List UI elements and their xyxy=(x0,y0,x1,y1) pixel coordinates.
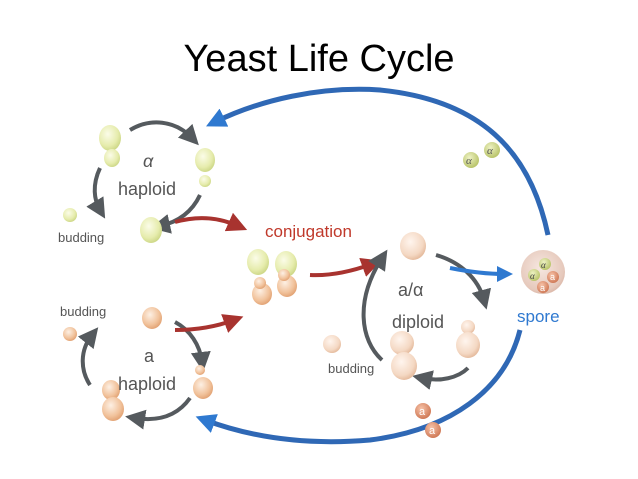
a-cycle-arrow-top xyxy=(173,320,211,372)
alpha-cycle-arrow-top xyxy=(128,120,199,146)
a-haploid-label: haploid xyxy=(118,374,176,394)
released-alpha-spores: α α xyxy=(463,142,500,168)
diploid-label: diploid xyxy=(392,312,444,332)
conjugating-a-cell xyxy=(278,269,290,281)
released-alpha-symbol: α xyxy=(466,155,472,167)
diploid-cell xyxy=(390,331,414,355)
released-alpha-spore xyxy=(484,142,500,158)
a-budding-cell xyxy=(63,327,77,341)
diploid-cell xyxy=(456,332,480,358)
alpha-budding-label-a: budding xyxy=(60,304,106,319)
spore-to-alpha-arrow xyxy=(206,86,551,236)
spore-sac-a-symbol-2: a xyxy=(540,283,545,293)
alpha-to-conjugation-arrow xyxy=(174,212,248,232)
a-cell xyxy=(142,307,162,329)
released-a-spores: a a xyxy=(415,403,441,438)
a-haploid-cycle: budding a haploid xyxy=(60,304,213,430)
diploid-cycle: a/α diploid budding xyxy=(323,232,513,390)
a-cycle-arrow-left xyxy=(77,327,99,387)
a-cell xyxy=(102,397,124,421)
diploid-cell xyxy=(391,352,417,380)
alpha-budding-cell xyxy=(63,208,77,222)
conjugating-a-cell xyxy=(252,283,272,305)
diploid-to-spore-arrow xyxy=(449,265,513,282)
conjugation-to-diploid-arrow xyxy=(309,258,382,278)
diploid-cell xyxy=(400,232,426,260)
diploid-arrow-left xyxy=(361,249,388,362)
alpha-haploid-label: haploid xyxy=(118,179,176,199)
alpha-budding-label: budding xyxy=(58,230,104,245)
alpha-cell xyxy=(199,175,211,187)
spore-a xyxy=(537,281,549,293)
alpha-cell xyxy=(140,217,162,243)
released-alpha-symbol-2: α xyxy=(487,145,493,157)
spore-label: spore xyxy=(517,307,560,326)
a-alpha-label: a/α xyxy=(398,280,423,300)
a-symbol: a xyxy=(144,346,155,366)
a-to-conjugation-arrow xyxy=(174,314,244,333)
a-cell xyxy=(193,377,213,399)
spore-sac-alpha-symbol: α xyxy=(541,260,546,270)
alpha-cell xyxy=(104,149,120,167)
diploid-arrow-top xyxy=(435,253,492,310)
diagram-title: Yeast Life Cycle xyxy=(183,38,455,80)
spore-sac-alpha-symbol-2: α xyxy=(530,271,535,281)
conjugation-group: conjugation xyxy=(247,222,352,305)
spore-alpha xyxy=(539,258,551,270)
diploid-budding-label: budding xyxy=(328,361,374,376)
released-a-symbol: a xyxy=(419,406,426,418)
conjugating-alpha-cell xyxy=(247,249,269,275)
conjugating-a-cell xyxy=(254,277,266,289)
diploid-arrow-right xyxy=(412,366,470,390)
a-cell xyxy=(102,380,120,400)
spore-a xyxy=(547,271,559,283)
diploid-budding-cell xyxy=(323,335,341,353)
released-a-spore xyxy=(425,422,441,438)
a-cell xyxy=(195,365,205,375)
released-a-spore xyxy=(415,403,431,419)
ascus xyxy=(521,250,565,294)
spore-sac-a-symbol: a xyxy=(550,272,555,282)
alpha-cell xyxy=(99,125,121,151)
alpha-cycle-arrow-left xyxy=(86,167,106,219)
alpha-haploid-cycle: α haploid budding xyxy=(58,120,215,245)
conjugation-label: conjugation xyxy=(265,222,352,241)
alpha-cycle-arrow-right xyxy=(150,194,202,234)
diploid-cell xyxy=(461,320,475,334)
spore-to-a-arrow xyxy=(195,329,523,445)
released-alpha-spore xyxy=(463,152,479,168)
released-a-symbol-2: a xyxy=(429,425,436,437)
spore-sac: α α a a spore xyxy=(517,250,565,326)
alpha-symbol: α xyxy=(143,151,154,171)
a-cycle-arrow-bottom xyxy=(125,396,192,430)
spore-alpha xyxy=(528,269,540,281)
alpha-cell xyxy=(195,148,215,172)
